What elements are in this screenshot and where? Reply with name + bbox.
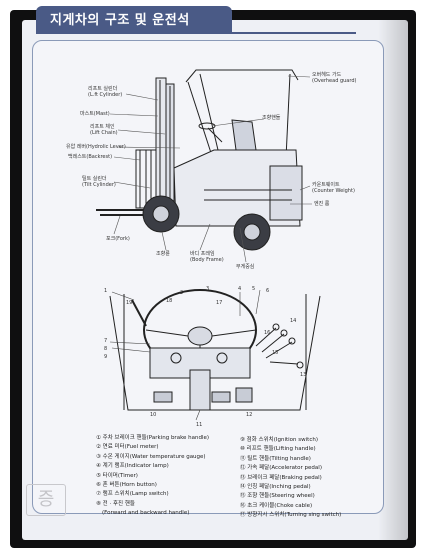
label-line: 틸트 실린더 [82, 176, 107, 182]
label-center-of-gravity: 무게중심 [236, 264, 254, 270]
label-line: 카운트웨이트 [312, 182, 340, 188]
callout-6: 6 [266, 288, 270, 294]
callout-11: 11 [196, 422, 203, 428]
label-line: 리프트 체인 [90, 124, 115, 130]
label-lift-cylinder: 리프트 실린더 (L.ft Cylinder) [88, 86, 122, 98]
label-line: 마스트(Mast) [80, 111, 110, 117]
legend-item: ⑯ 초크 케이블(Choke cable) [240, 502, 313, 509]
legend-item: ④ 계기 램프(Indicator lamp) [96, 463, 169, 470]
label-steer-wheel-axle: 조향륜 [156, 251, 170, 257]
label-line: 엔진 룸 [314, 201, 330, 207]
label-mast: 마스트(Mast) [80, 111, 110, 117]
label-line: 리프트 실린더 [88, 86, 118, 92]
callout-9: 9 [104, 354, 108, 360]
label-lift-chain: 리프트 체인 (Lift Chain) [90, 124, 118, 136]
callout-4: 4 [238, 286, 242, 292]
label-counter-weight: 카운트웨이트 (Counter Weight) [312, 182, 355, 194]
legend-item: (Forward and backward handle) [102, 510, 190, 517]
legend-item: ⑥ 혼 버튼(Horn button) [96, 482, 157, 489]
callout-1: 1 [104, 288, 108, 294]
label-line: 포크(Fork) [106, 236, 130, 242]
callout-3: 3 [206, 286, 210, 292]
legend-item: ⑧ 전 · 후진 핸들 [96, 500, 135, 507]
legend-item: ⑬ 브레이크 페달(Braking pedal) [240, 474, 322, 481]
callout-18: 18 [166, 298, 173, 304]
legend-item: ② 연료 미터(Fuel meter) [96, 444, 159, 451]
label-line: (Body Frame) [190, 257, 224, 263]
label-line: (Tilt Cylinder) [82, 182, 116, 188]
label-line: 오버헤드 가드 [312, 72, 342, 78]
library-stamp: 증 [26, 484, 66, 516]
legend-item: ⑮ 조향 핸들(Steering wheel) [240, 493, 315, 500]
legend-item: ⑭ 인칭 페달(Inching pedal) [240, 484, 311, 491]
label-line: 조향핸들 [262, 115, 281, 121]
label-backrest: 백레스트(Backrest) [68, 154, 112, 160]
label-fork: 포크(Fork) [106, 236, 130, 242]
legend-item: ⑨ 점화 스위치(Ignition switch) [240, 437, 318, 443]
label-line: 바디 프레임 [190, 251, 215, 257]
callout-13: 13 [300, 372, 307, 378]
label-line: (Counter Weight) [312, 188, 355, 194]
legend-item: ⑦ 램프 스위치(Lamp switch) [96, 491, 169, 498]
legend-left: ① 주차 브레이크 핸들(Parking brake handle) ② 연료 … [96, 434, 209, 519]
legend-item: ⑤ 타이머(Timer) [96, 472, 138, 479]
legend-item: ① 주차 브레이크 핸들(Parking brake handle) [96, 435, 210, 441]
callout-5: 5 [252, 286, 256, 292]
legend-item: ⑰ 방향지시 스위치(Turning sing switch) [240, 512, 342, 519]
label-body-frame: 바디 프레임 (Body Frame) [190, 251, 224, 263]
callout-16: 16 [264, 330, 271, 336]
legend-right: ⑨ 점화 스위치(Ignition switch) ⑩ 리프트 핸들(Lifti… [240, 436, 341, 521]
label-overhead-guard: 오버헤드 가드 (Overhead guard) [312, 72, 356, 84]
callout-14: 14 [290, 318, 297, 324]
label-line: (L.ft Cylinder) [88, 92, 123, 98]
label-line: (Lift Chain) [90, 130, 118, 136]
label-hydraulic-lever: 유압 레버(Hydrolic Lever) [66, 144, 126, 150]
title-tab [36, 6, 232, 32]
legend-item: ⑩ 리프트 핸들(Lifting handle) [240, 446, 316, 453]
label-tilt-cylinder: 틸트 실린더 (Tilt Cylinder) [82, 176, 116, 188]
legend-item: ⑫ 가속 페달(Accelerator pedal) [240, 465, 322, 472]
callout-2: 2 [180, 290, 184, 296]
callout-12: 12 [246, 412, 253, 418]
label-steering-handle: 조향핸들 [262, 115, 280, 121]
title-rule [36, 32, 356, 34]
callout-19: 19 [126, 300, 133, 306]
legend-item: ③ 수온 게이지(Water temperature gauge) [96, 453, 206, 460]
label-line: 무게중심 [236, 264, 255, 270]
callout-7: 7 [104, 338, 108, 344]
callout-15: 15 [272, 350, 279, 356]
page-title: 지게차의 구조 및 운전석 [50, 13, 190, 28]
label-engine-room: 엔진 룸 [314, 201, 329, 207]
callout-17: 17 [216, 300, 223, 306]
legend-item: ⑪ 틸트 핸들(Tilting handle) [240, 455, 311, 462]
callout-8: 8 [104, 346, 108, 352]
callout-10: 10 [150, 412, 157, 418]
label-line: (Overhead guard) [312, 78, 357, 84]
label-line: 백레스트(Backrest) [68, 154, 113, 160]
figure-panel [32, 40, 384, 514]
label-line: 유압 레버(Hydrolic Lever) [66, 144, 126, 150]
label-line: 조향륜 [156, 251, 170, 257]
